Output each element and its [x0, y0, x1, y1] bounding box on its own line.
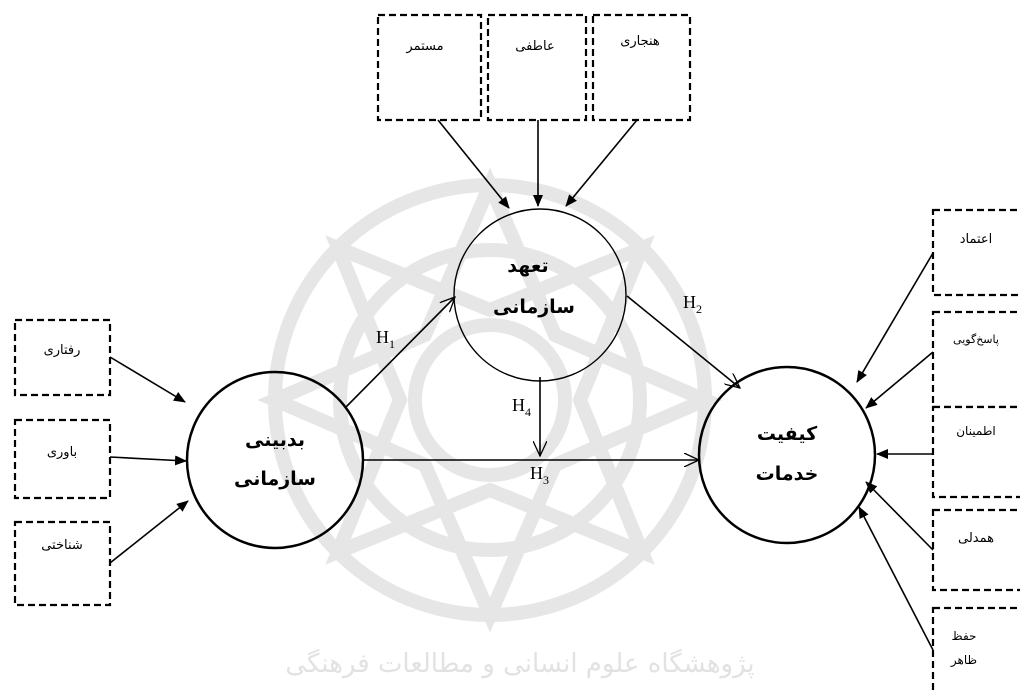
indicator-label-line1: حفظ: [952, 629, 977, 643]
pessimism-indicator-cognitive: شناختی: [13, 520, 112, 607]
quality-indicator-assurance: اطمینان: [931, 405, 1020, 499]
hypothesis-label-h2: H2: [683, 292, 702, 316]
indicator-label: اطمینان: [956, 424, 996, 438]
commitment-indicator-continuance: مستمر: [376, 13, 483, 122]
arrow-normative-to-commitment: [565, 119, 638, 207]
path-h2: [626, 295, 740, 388]
quality-indicator-trust: اعتماد: [931, 208, 1020, 297]
arrow-behavioral-to-pessimism: [109, 356, 186, 403]
arrow-empathy-to-quality: [865, 481, 934, 551]
arrow-responsiveness-to-quality: [865, 351, 934, 409]
quality-indicator-tangibles: حفظ ظاهر: [931, 606, 1020, 690]
indicator-label: عاطفی: [515, 39, 554, 54]
indicator-label: پاسخ‌گویی: [953, 333, 999, 346]
arrow-cognitive-to-pessimism: [109, 500, 189, 564]
indicator-label: مستمر: [405, 39, 443, 54]
watermark-text: پژوهشگاه علوم انسانی و مطالعات فرهنگی: [285, 648, 754, 679]
hypothesis-label-h4: H4: [512, 395, 531, 419]
arrow-tangibles-to-quality: [858, 506, 934, 651]
construct-service-quality: کیفیت خدمات: [697, 365, 877, 545]
watermark-logo: [257, 167, 723, 633]
arrow-trust-to-quality: [856, 252, 934, 383]
indicator-label: باوری: [47, 445, 77, 460]
indicator-label: همدلی: [958, 531, 994, 546]
hypothesis-label-h1: H1: [376, 327, 395, 351]
arrow-belief-to-pessimism: [109, 455, 187, 466]
construct-organizational-commitment: تعهد سازمانی: [453, 208, 627, 382]
quality-indicator-responsiveness: پاسخ‌گویی: [931, 310, 1020, 409]
construct-label-line2: سازمانی: [234, 468, 316, 490]
indicator-label: رفتاری: [44, 343, 81, 358]
construct-label-line1: کیفیت: [757, 423, 818, 445]
pessimism-indicator-belief: باوری: [13, 418, 112, 500]
commitment-indicator-affective: عاطفی: [486, 13, 588, 122]
indicator-label-line2: ظاهر: [950, 653, 977, 668]
commitment-indicator-normative: هنجاری: [591, 13, 692, 122]
indicator-label: شناختی: [41, 538, 83, 553]
construct-organizational-pessimism: بدبینی سازمانی: [185, 370, 365, 550]
quality-indicator-empathy: همدلی: [931, 508, 1020, 592]
path-h1: [344, 297, 455, 409]
construct-label-line2: سازمانی: [493, 296, 575, 318]
arrow-continuance-to-commitment: [437, 119, 510, 209]
indicator-label: اعتماد: [960, 232, 993, 247]
construct-label-line1: تعهد: [507, 255, 548, 277]
construct-label-line1: بدبینی: [245, 429, 305, 451]
indicator-label: هنجاری: [620, 34, 660, 49]
pessimism-indicator-behavioral: رفتاری: [13, 318, 112, 397]
hypothesis-label-h3: H3: [530, 463, 549, 487]
construct-label-line2: خدمات: [756, 463, 819, 485]
